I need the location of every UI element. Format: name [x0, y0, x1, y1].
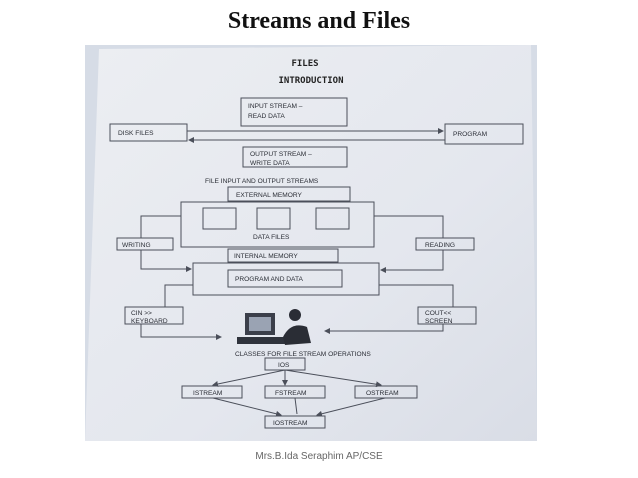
- program-label: PROGRAM: [453, 131, 487, 138]
- istream-label: ISTREAM: [193, 390, 222, 397]
- data-files-container: [180, 201, 375, 248]
- heading-files: FILES: [291, 59, 318, 69]
- iostream-box: [264, 415, 326, 429]
- external-memory-box: [227, 186, 351, 202]
- reading-box: [415, 237, 475, 251]
- writing-box: [116, 237, 174, 251]
- fstream-to-iostream: [294, 397, 298, 415]
- external-memory-label: EXTERNAL MEMORY: [236, 192, 303, 199]
- program-and-data-box: [227, 269, 343, 288]
- output-stream-label-1: OUTPUT STREAM –: [250, 151, 312, 158]
- paper-sheet: [85, 45, 537, 441]
- data-file-2: [256, 207, 291, 230]
- data-file-3: [315, 207, 350, 230]
- output-stream-label-2: WRITE DATA: [250, 160, 290, 167]
- section-classes: CLASSES FOR FILE STREAM OPERATIONS: [235, 351, 371, 358]
- data-file-1: [202, 207, 237, 230]
- output-stream-box: [242, 146, 348, 168]
- ostream-to-iostream: [316, 397, 386, 417]
- cout-box: [417, 306, 477, 325]
- slide-footer: Mrs.B.Ida Seraphim AP/CSE: [255, 451, 383, 462]
- internal-memory-box: [227, 248, 339, 263]
- diagram-photo: FILES INTRODUCTION INPUT STREAM – READ D…: [85, 45, 537, 441]
- cin-box: [124, 306, 184, 325]
- ios-label: IOS: [278, 362, 290, 369]
- program-and-data-label: PROGRAM AND DATA: [235, 276, 303, 283]
- input-stream-label-2: READ DATA: [248, 113, 285, 120]
- input-stream-label-1: INPUT STREAM –: [248, 103, 303, 110]
- screen-wire: [324, 324, 444, 334]
- slide-title: Streams and Files: [227, 8, 411, 34]
- writing-wire-up: [140, 215, 181, 238]
- cout-wire: [379, 284, 454, 307]
- reading-wire-up: [374, 215, 444, 238]
- istream-to-iostream: [212, 397, 282, 417]
- ostream-box: [354, 385, 418, 399]
- reading-label: READING: [425, 242, 455, 249]
- heading-introduction: INTRODUCTION: [278, 76, 343, 86]
- file-streams-diagram: FILES INTRODUCTION INPUT STREAM – READ D…: [85, 45, 537, 441]
- data-files-label: DATA FILES: [253, 234, 290, 241]
- cin-wire: [164, 284, 193, 307]
- cout-label-1: COUT<<: [425, 310, 452, 317]
- internal-memory-container: [192, 262, 380, 296]
- program-box: [444, 123, 524, 145]
- cin-label-1: CIN >>: [131, 310, 152, 317]
- disk-files-label: DISK FILES: [118, 130, 154, 137]
- istream-box: [181, 385, 243, 399]
- reading-wire-down: [380, 250, 444, 273]
- input-stream-box: [240, 97, 348, 127]
- fstream-label: FSTREAM: [275, 390, 307, 397]
- writing-wire-down: [140, 250, 192, 272]
- ostream-label: OSTREAM: [366, 390, 399, 397]
- writing-label: WRITING: [122, 242, 151, 249]
- cout-label-2: SCREEN: [425, 318, 453, 325]
- computer-user-illustration: [237, 309, 311, 345]
- section-file-io: FILE INPUT AND OUTPUT STREAMS: [205, 178, 319, 185]
- cin-label-2: KEYBOARD: [131, 318, 168, 325]
- disk-files-box: [109, 123, 188, 142]
- ios-to-ostream: [284, 369, 382, 388]
- iostream-label: IOSTREAM: [273, 420, 307, 427]
- keyboard-wire: [140, 324, 222, 340]
- ios-to-istream: [212, 369, 286, 387]
- internal-memory-label: INTERNAL MEMORY: [234, 253, 298, 260]
